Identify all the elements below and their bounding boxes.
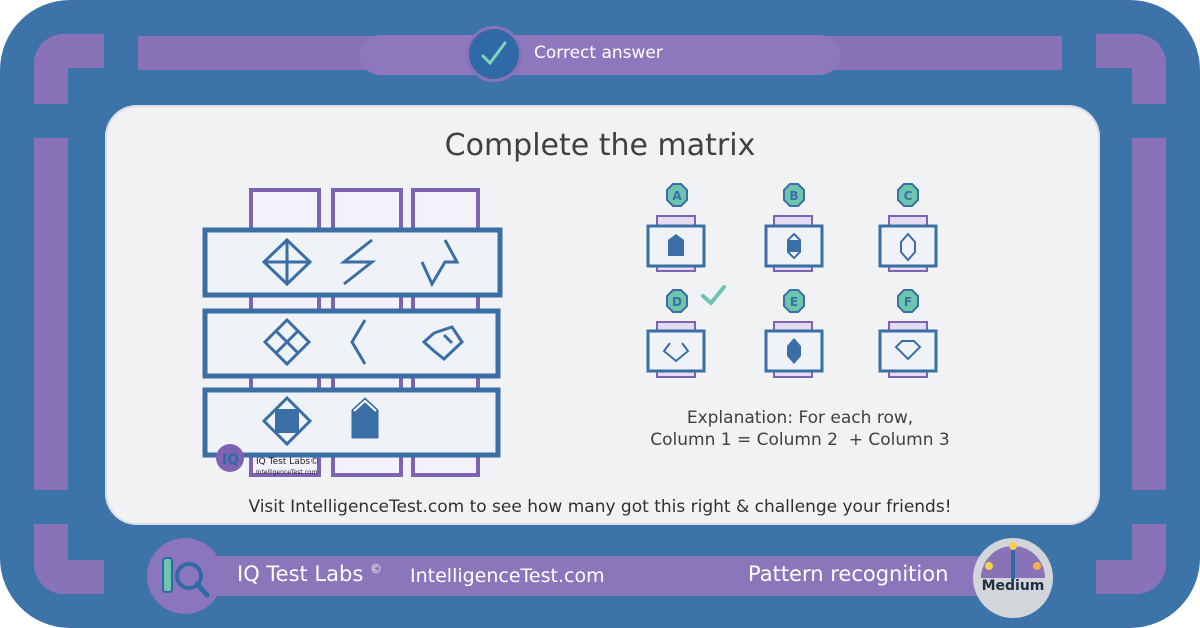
option-c-label: C <box>904 189 913 203</box>
option-d-shape <box>662 342 690 363</box>
option-E[interactable] <box>764 289 824 378</box>
footer-brand[interactable]: IQ Test Labs © <box>237 562 382 586</box>
status-banner <box>360 35 840 75</box>
watermark-text: IQ Test Labs© IntelligenceTest.com <box>256 457 319 478</box>
footer-category: Pattern recognition <box>748 562 949 586</box>
option-f-shape <box>894 340 922 361</box>
correct-option-check-icon <box>701 285 726 306</box>
difficulty-label: Medium <box>981 578 1045 594</box>
cell-r2c1-shape <box>262 317 312 367</box>
decor-bar-right <box>1132 138 1166 490</box>
explanation: Explanation: For each row, Column 1 = Co… <box>600 407 1000 451</box>
option-a-label: A <box>672 189 682 203</box>
watermark-brand: IQ Test Labs© <box>256 457 320 467</box>
decor-corner-tl <box>34 34 104 104</box>
explanation-line-2: Column 1 = Column 2 + Column 3 <box>650 430 950 450</box>
explanation-line-1: Explanation: For each row, <box>686 408 914 428</box>
option-d-label: D <box>672 295 682 309</box>
cta-text: Visit IntelligenceTest.com to see how ma… <box>248 497 952 517</box>
footer-copyright: © <box>369 562 382 576</box>
difficulty-gauge <box>973 538 1053 618</box>
check-icon <box>481 41 507 66</box>
option-C[interactable] <box>878 183 938 272</box>
cell-r3c1-shape <box>261 395 313 447</box>
brand-logo[interactable] <box>147 538 223 614</box>
easy-face-icon <box>985 562 993 570</box>
svg-text:IQ: IQ <box>222 452 239 468</box>
option-c-shape <box>900 232 916 262</box>
test-tube-icon <box>162 557 173 593</box>
option-a-shape <box>668 234 684 256</box>
watermark-logo-icon: IQ <box>216 444 244 472</box>
puzzle-title: Complete the matrix <box>444 128 756 163</box>
cell-r1c2-shape <box>339 238 377 286</box>
cell-r1c1-shape <box>261 237 313 287</box>
correct-check-badge <box>466 26 522 82</box>
option-D[interactable] <box>646 285 726 378</box>
option-b-label: B <box>789 189 798 203</box>
cell-r3c2-shape <box>351 397 379 439</box>
option-F[interactable] <box>878 289 938 378</box>
footer-brand-name: IQ Test Labs <box>237 562 364 586</box>
cell-r2c2-shape <box>350 319 367 365</box>
option-e-label: E <box>790 295 798 309</box>
option-e-shape <box>787 338 801 364</box>
medium-face-icon <box>1009 542 1017 550</box>
status-text: Correct answer <box>534 43 663 63</box>
option-B[interactable] <box>764 183 824 272</box>
footer-site-link[interactable]: IntelligenceTest.com <box>410 565 605 587</box>
decor-bar-left <box>34 138 68 490</box>
decor-corner-bl <box>34 524 104 594</box>
watermark-site: IntelligenceTest.com <box>256 469 318 476</box>
option-A[interactable] <box>646 183 706 272</box>
footer-bar <box>150 556 1010 596</box>
magnifier-icon <box>175 562 203 590</box>
cell-r1c3-shape <box>420 239 460 288</box>
cell-r2c3-shape <box>421 325 464 361</box>
decor-corner-tr <box>1096 34 1166 104</box>
option-f-label: F <box>904 295 912 309</box>
hard-face-icon <box>1033 562 1041 570</box>
